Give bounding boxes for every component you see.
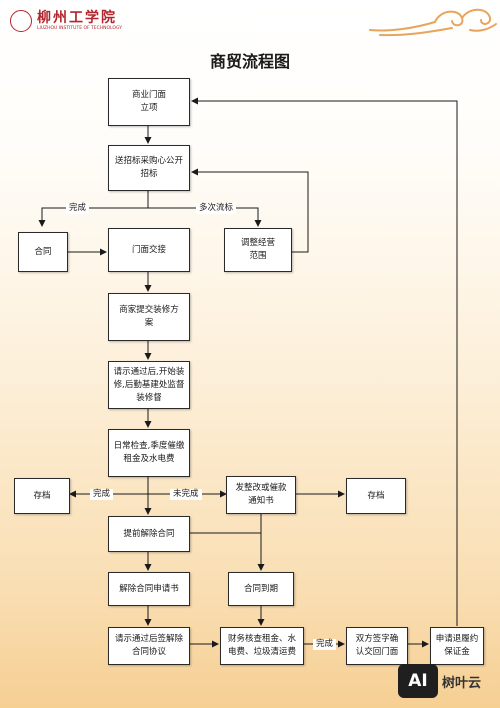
edge-label-done-2: 完成 xyxy=(90,489,114,500)
node-contract-expire: 合同到期 xyxy=(228,572,294,606)
node-renovation-plan: 商家提交装修方案 xyxy=(108,293,190,341)
watermark-text: 树叶云 xyxy=(442,675,482,691)
node-shop-setup: 商业门面立项 xyxy=(108,78,190,126)
school-name-en: LIUZHOU INSTITUTE OF TECHNOLOGY xyxy=(37,25,122,31)
school-name-cn: 柳州工学院 xyxy=(37,9,117,26)
edge-label-multi-fail: 多次流标 xyxy=(196,203,237,214)
node-daily-check: 日常检查,季度催缴租金及水电费 xyxy=(108,429,190,477)
node-early-terminate: 提前解除合同 xyxy=(108,516,190,552)
school-logo: 柳州工学院 LIUZHOU INSTITUTE OF TECHNOLOGY xyxy=(10,8,122,34)
cloud-ornament-icon xyxy=(369,8,497,37)
edge-label-done-3: 完成 xyxy=(313,639,337,650)
node-sign-terminate: 请示通过后签解除合同协议 xyxy=(108,627,190,665)
edge-label-not-done: 未完成 xyxy=(170,489,202,500)
node-terminate-application: 解除合同申请书 xyxy=(108,572,190,606)
school-seal-icon xyxy=(10,10,32,32)
node-start-renovation: 请示通过后,开始装修,后勤基建处监督装修督 xyxy=(108,361,190,409)
watermark: AI 树叶云 xyxy=(398,664,481,698)
edge-label-done-1: 完成 xyxy=(66,203,90,214)
node-refund-deposit: 申请退履约保证金 xyxy=(430,627,484,665)
node-archive-right: 存档 xyxy=(346,478,406,514)
node-contract: 合同 xyxy=(18,232,68,272)
node-handover: 门面交接 xyxy=(108,228,190,272)
node-send-bid: 送招标采购心公开招标 xyxy=(108,145,190,191)
node-rectify-notice: 发整改或催款通知书 xyxy=(226,476,296,514)
watermark-badge: AI xyxy=(398,664,438,698)
page-title: 商贸流程图 xyxy=(209,52,290,71)
node-confirm-return: 双方签字确认交回门面 xyxy=(346,627,408,665)
node-archive-left: 存档 xyxy=(14,478,70,514)
node-adjust-scope: 调整经营范围 xyxy=(224,228,292,272)
node-finance-check: 财务核查租金、水电费、垃圾清运费 xyxy=(220,627,304,665)
